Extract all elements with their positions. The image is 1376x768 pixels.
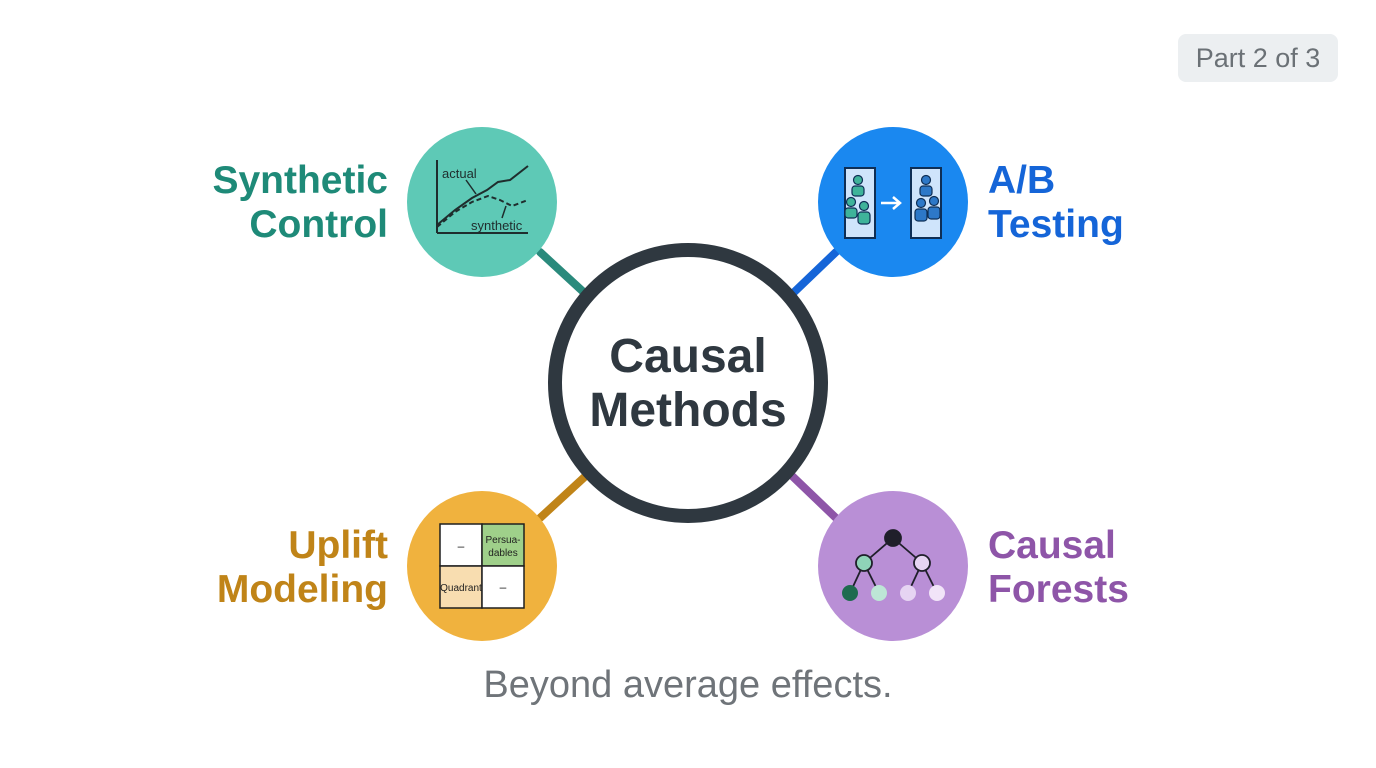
- connector-synthetic-control: [536, 248, 594, 302]
- center-hub: [548, 243, 828, 523]
- ab-testing-label: A/B Testing: [988, 159, 1188, 247]
- synthetic-control-node: actual synthetic: [407, 127, 557, 277]
- line-chart-icon: actual synthetic: [436, 160, 529, 234]
- quadrant-top-right-line1: Persua-: [485, 535, 520, 546]
- ab-testing-label-line1: A/B: [988, 159, 1056, 202]
- quadrant-top-right-line2: dables: [488, 548, 517, 559]
- quadrant-top-left: –: [458, 539, 465, 553]
- uplift-modeling-label: Uplift Modeling: [188, 524, 388, 612]
- synthetic-control-label-line1: Synthetic: [212, 159, 388, 202]
- part-badge: Part 2 of 3: [1178, 34, 1338, 82]
- center-title-line2: Methods: [589, 384, 787, 437]
- center-title: Causal Methods: [548, 330, 828, 438]
- connector-causal-forests: [784, 468, 840, 522]
- ab-split-icon: [844, 167, 942, 239]
- uplift-modeling-label-line1: Uplift: [288, 524, 388, 567]
- center-title-line1: Causal: [609, 330, 767, 383]
- tree-icon: [842, 529, 945, 601]
- chart-label-actual: actual: [442, 166, 477, 181]
- connector-uplift-modeling: [536, 468, 594, 522]
- causal-forests-node: [818, 491, 968, 641]
- uplift-modeling-node: – Persua- dables Quadrant –: [407, 491, 557, 641]
- causal-forests-label: Causal Forests: [988, 524, 1188, 612]
- tagline: Beyond average effects.: [483, 664, 893, 706]
- ab-testing-node: [818, 127, 968, 277]
- uplift-modeling-label-line2: Modeling: [216, 568, 388, 611]
- ab-testing-label-line2: Testing: [988, 203, 1124, 246]
- synthetic-control-label: Synthetic Control: [188, 159, 388, 247]
- quadrant-bottom-right: –: [500, 580, 507, 594]
- quadrant-bottom-left: Quadrant: [440, 583, 482, 594]
- causal-forests-label-line2: Forests: [988, 568, 1129, 611]
- chart-label-synthetic: synthetic: [471, 218, 523, 233]
- causal-forests-label-line1: Causal: [988, 524, 1116, 567]
- uplift-quadrant-icon: – Persua- dables Quadrant –: [439, 523, 525, 609]
- synthetic-control-label-line2: Control: [249, 203, 388, 246]
- connector-ab-testing: [784, 248, 840, 302]
